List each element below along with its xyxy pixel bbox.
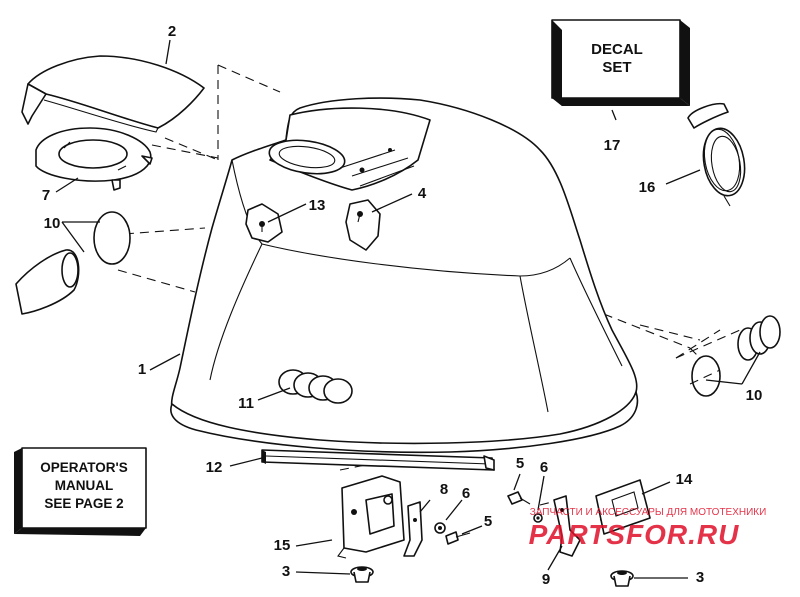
label-11: 11 — [238, 395, 254, 412]
plug-part-10-left — [15, 211, 131, 315]
label-5-upper: 5 — [516, 455, 524, 472]
washers-and-screws — [434, 491, 543, 545]
manual-box-line2: MANUAL — [55, 478, 114, 493]
watermark-logo: PARTSFOR.RU — [529, 519, 740, 550]
label-5-lower: 5 — [484, 513, 492, 530]
top-flap-part-2 — [21, 55, 205, 133]
clip-part-8 — [403, 501, 423, 557]
label-6-lower: 6 — [462, 485, 470, 502]
latch-part-9 — [553, 495, 581, 557]
label-3-left: 3 — [282, 563, 290, 580]
grommet-part-3-left — [350, 566, 374, 583]
engine-cover — [170, 97, 639, 454]
watermark-tagline: ЗАПЧАСТИ И АКСЕССУАРЫ ДЛЯ МОТОТЕХНИКИ — [530, 507, 767, 518]
decal-box-line2: SET — [602, 59, 631, 76]
plate-part-14 — [595, 479, 651, 535]
plug-part-10-right — [675, 315, 781, 397]
label-14: 14 — [676, 471, 693, 488]
label-15: 15 — [274, 537, 291, 554]
decal-box-line1: DECAL — [591, 41, 643, 58]
label-16: 16 — [639, 179, 656, 196]
manual-box-line3: SEE PAGE 2 — [44, 496, 123, 511]
decal-set-box: DECAL SET — [551, 19, 690, 106]
seal-strip-part-12 — [261, 449, 495, 471]
label-10-left: 10 — [44, 215, 61, 232]
grommet-plate-part-7 — [35, 127, 153, 191]
label-1: 1 — [138, 361, 146, 378]
part-labels: 2 17 16 7 10 13 4 1 11 10 12 15 3 3 8 6 … — [42, 23, 763, 588]
label-7: 7 — [42, 187, 50, 204]
label-4: 4 — [418, 185, 427, 202]
label-9: 9 — [542, 571, 550, 588]
label-13: 13 — [309, 197, 326, 214]
label-3-right: 3 — [696, 569, 704, 586]
grommet-part-3-right — [610, 570, 634, 587]
label-17: 17 — [604, 137, 621, 154]
cable-part-16 — [687, 102, 746, 207]
label-6-upper: 6 — [540, 459, 548, 476]
leader-lines — [55, 39, 761, 579]
bracket-part-15 — [337, 475, 405, 559]
watermark: ЗАПЧАСТИ И АКСЕССУАРЫ ДЛЯ МОТОТЕХНИКИ PA… — [529, 507, 767, 550]
manual-box-line1: OPERATOR'S — [40, 460, 127, 475]
label-12: 12 — [206, 459, 223, 476]
label-2: 2 — [168, 23, 176, 40]
label-10-right: 10 — [746, 387, 763, 404]
operators-manual-box: OPERATOR'S MANUAL SEE PAGE 2 — [14, 447, 147, 536]
label-8: 8 — [440, 481, 448, 498]
